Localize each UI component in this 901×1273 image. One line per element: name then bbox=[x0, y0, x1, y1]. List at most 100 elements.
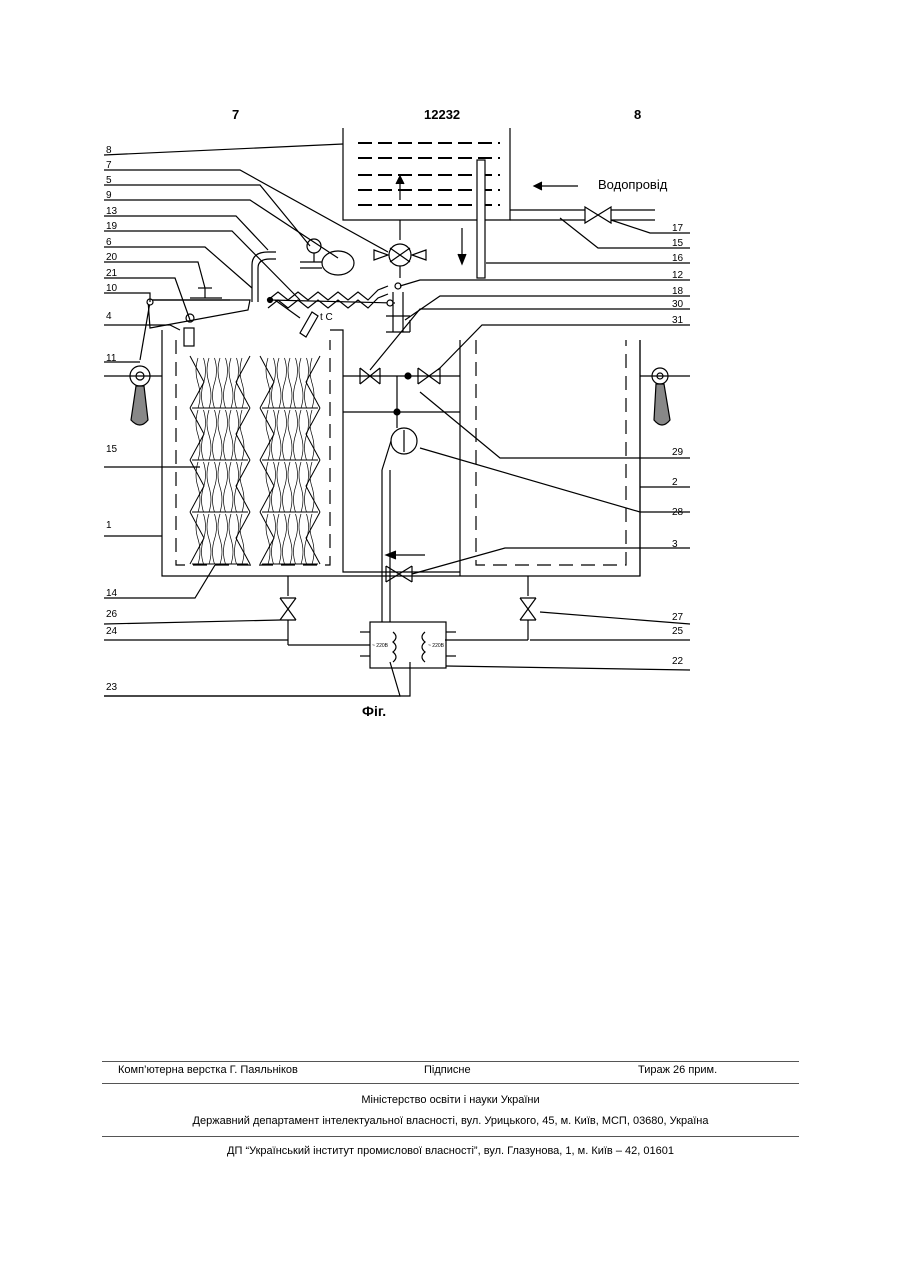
filter-fibre bbox=[207, 514, 211, 564]
filter-fibre bbox=[240, 462, 244, 512]
filter-fibre bbox=[294, 514, 298, 564]
filter-fibre bbox=[310, 514, 314, 564]
filter-fibre bbox=[310, 462, 314, 512]
ref-numeral-1: 1 bbox=[106, 520, 112, 531]
filter-fibre bbox=[235, 514, 239, 564]
filter-fibre bbox=[213, 410, 217, 460]
ref-numeral-13: 13 bbox=[106, 206, 118, 217]
footer-rule-bottom bbox=[102, 1136, 799, 1137]
filter-fibre bbox=[310, 358, 314, 408]
filter-fibre bbox=[229, 410, 233, 460]
filter-fibre bbox=[224, 358, 228, 408]
ref-numeral-24: 24 bbox=[106, 626, 118, 637]
filter-fibre bbox=[305, 358, 309, 408]
filter-fibre bbox=[272, 462, 276, 512]
filter-fibre bbox=[224, 462, 228, 512]
filter-fibre bbox=[218, 410, 222, 460]
filter-fibre bbox=[283, 462, 287, 512]
ref-numeral-18: 18 bbox=[672, 286, 684, 297]
ref-numeral-2: 2 bbox=[672, 477, 678, 488]
ref-numeral-5: 5 bbox=[106, 175, 112, 186]
filter-fibre bbox=[218, 514, 222, 564]
filter-fibre bbox=[266, 358, 270, 408]
ref-numeral-16: 16 bbox=[672, 253, 684, 264]
filter-fibre bbox=[305, 514, 309, 564]
ref-numeral-9: 9 bbox=[106, 190, 112, 201]
filter-fibre bbox=[235, 462, 239, 512]
filter-fibre bbox=[272, 358, 276, 408]
ref-numeral-15: 15 bbox=[672, 238, 684, 249]
filter-fibre bbox=[272, 514, 276, 564]
typesetting-credit: Комп’ютерна верстка Г. Паяльніков bbox=[118, 1064, 298, 1076]
filter-fibre bbox=[288, 462, 292, 512]
transformer-right-label: ~ 220В bbox=[428, 643, 445, 649]
filter-fibre bbox=[266, 410, 270, 460]
filter-fibre bbox=[213, 514, 217, 564]
filter-fibre bbox=[277, 462, 281, 512]
ref-numeral-23: 23 bbox=[106, 682, 118, 693]
ref-numeral-31: 31 bbox=[672, 315, 684, 326]
footer-rule-middle bbox=[102, 1083, 799, 1084]
filter-fibre bbox=[266, 514, 270, 564]
filter-fibre bbox=[229, 358, 233, 408]
filter-fibre bbox=[288, 358, 292, 408]
filter-fibre bbox=[207, 462, 211, 512]
filter-fibre bbox=[277, 410, 281, 460]
filter-fibre bbox=[235, 358, 239, 408]
filter-fibre bbox=[196, 514, 200, 564]
filter-fibre bbox=[213, 358, 217, 408]
filter-fibre bbox=[240, 514, 244, 564]
ref-numeral-14: 14 bbox=[106, 588, 118, 599]
ministry-line: Міністерство освіти і науки України bbox=[102, 1094, 799, 1106]
ref-numeral-7: 7 bbox=[106, 160, 112, 171]
ref-numeral-10: 10 bbox=[106, 283, 118, 294]
filter-fibre bbox=[224, 410, 228, 460]
department-line: Державний департамент інтелектуальної вл… bbox=[102, 1115, 799, 1127]
circulation-label: Тираж 26 прим. bbox=[638, 1064, 717, 1076]
transformer-left-label: ~ 220В bbox=[372, 643, 389, 649]
filter-fibre bbox=[294, 462, 298, 512]
ref-numeral-22: 22 bbox=[672, 656, 684, 667]
filter-fibre bbox=[299, 462, 303, 512]
filter-fibre bbox=[283, 514, 287, 564]
ref-numeral-4: 4 bbox=[106, 311, 112, 322]
filter-fibre bbox=[299, 410, 303, 460]
ref-numeral-6: 6 bbox=[106, 237, 112, 248]
ref-numeral-30: 30 bbox=[672, 299, 684, 310]
filter-fibre bbox=[218, 358, 222, 408]
ref-numeral-11: 11 bbox=[106, 353, 117, 364]
filter-fibre bbox=[229, 462, 233, 512]
ref-numeral-29: 29 bbox=[672, 447, 684, 458]
filter-fibre bbox=[207, 358, 211, 408]
ref-numeral-15: 15 bbox=[106, 444, 118, 455]
filter-fibre bbox=[305, 462, 309, 512]
filter-fibre bbox=[305, 410, 309, 460]
ref-numeral-20: 20 bbox=[106, 252, 118, 263]
filter-fibre bbox=[224, 514, 228, 564]
filter-fibre bbox=[196, 462, 200, 512]
footer-rule-top bbox=[102, 1061, 799, 1062]
ref-numeral-3: 3 bbox=[672, 539, 678, 550]
filter-fibre bbox=[213, 462, 217, 512]
filter-fibre bbox=[218, 462, 222, 512]
filter-fibre bbox=[202, 514, 206, 564]
ref-numeral-12: 12 bbox=[672, 270, 684, 281]
filter-fibre bbox=[277, 358, 281, 408]
filter-fibre bbox=[235, 410, 239, 460]
filter-fibre bbox=[202, 410, 206, 460]
filter-fibre bbox=[288, 410, 292, 460]
filter-fibre bbox=[294, 410, 298, 460]
ref-numeral-27: 27 bbox=[672, 612, 684, 623]
filter-fibre bbox=[277, 514, 281, 564]
filter-fibre bbox=[202, 462, 206, 512]
filter-fibre bbox=[299, 514, 303, 564]
ref-numeral-17: 17 bbox=[672, 223, 684, 234]
signed-label: Підписне bbox=[424, 1064, 471, 1076]
filter-fibre bbox=[272, 410, 276, 460]
ref-numeral-28: 28 bbox=[672, 507, 684, 518]
apparatus-drawing: 87591319620211041115114262423 1715161218… bbox=[0, 0, 901, 720]
filter-fibre bbox=[229, 514, 233, 564]
ref-numeral-26: 26 bbox=[106, 609, 118, 620]
filter-fibre bbox=[240, 410, 244, 460]
figure-caption: Фіг. bbox=[362, 703, 386, 719]
